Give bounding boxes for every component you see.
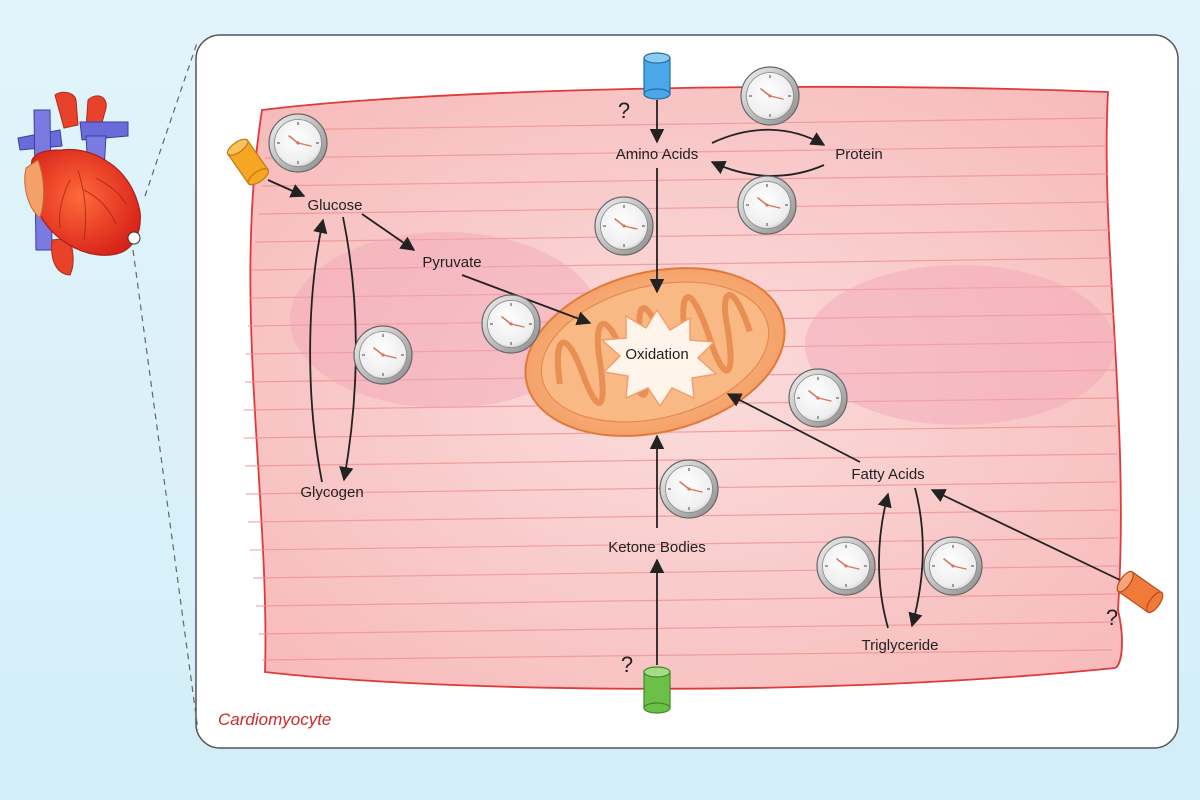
arrow-fa-uptake	[930, 489, 1121, 581]
clock-icon	[816, 536, 876, 596]
label-pyruvate: Pyruvate	[422, 254, 481, 271]
nucleus-right	[805, 265, 1115, 425]
arrow-aa-to-protein	[711, 128, 826, 146]
arrow-glucose-to-pyruvate	[361, 213, 416, 251]
heart-icon	[17, 91, 141, 276]
transporter-icon-ketone	[643, 666, 671, 714]
zoom-line-bottom	[132, 249, 199, 731]
clock-icon	[923, 536, 983, 596]
label-oxidation: Oxidation	[625, 346, 688, 363]
clock-icon	[737, 175, 797, 235]
clock-icon	[659, 459, 719, 519]
label-protein: Protein	[835, 146, 883, 163]
clock-icon	[594, 196, 654, 256]
transporter-icon-amino-acids	[643, 52, 671, 100]
arrow-tg-to-fa	[877, 492, 892, 629]
arrow-glucose-uptake	[267, 179, 306, 198]
clock-icon	[353, 325, 413, 385]
unknown-marker-amino-acids: ?	[618, 98, 630, 123]
label-fatty-acids: Fatty Acids	[851, 466, 924, 483]
arrow-fa-to-tg	[908, 487, 924, 628]
clock-icon	[788, 368, 848, 428]
label-glycogen: Glycogen	[300, 484, 363, 501]
clock-icon	[268, 113, 328, 173]
label-amino-acids: Amino Acids	[616, 146, 699, 163]
arrow-glycogen-to-glucose	[309, 218, 328, 483]
arrow-fa-to-oxidation	[726, 393, 861, 463]
transporter-icon-fatty-acids	[1116, 570, 1164, 614]
zoom-line-top	[144, 39, 199, 197]
label-ketone-bodies: Ketone Bodies	[608, 539, 706, 556]
transporter-icon-glucose	[226, 138, 270, 186]
unknown-marker-fatty-acids: ?	[1106, 605, 1118, 630]
unknown-marker-ketone: ?	[621, 652, 633, 677]
oxidation-burst	[600, 308, 718, 408]
label-glucose: Glucose	[307, 197, 362, 214]
label-triglyceride: Triglyceride	[862, 637, 939, 654]
label-cardiomyocyte: Cardiomyocyte	[218, 710, 331, 729]
clock-icon	[740, 66, 800, 126]
clock-icon	[481, 294, 541, 354]
